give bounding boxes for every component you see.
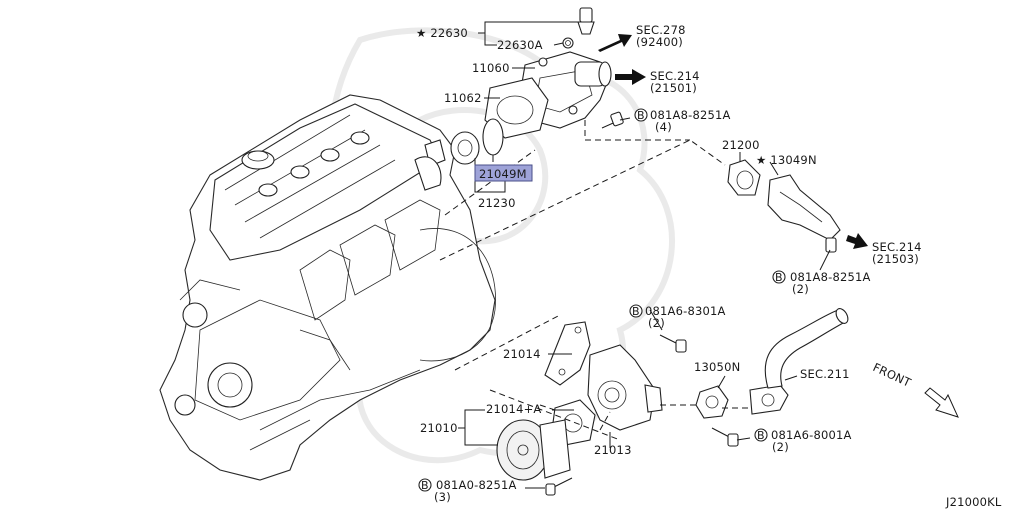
water-inlet-13049N [767,174,841,253]
diagram-code: J21000KL [945,495,1002,509]
label-front: FRONT [871,360,914,390]
water-pump-housing-21013 [587,344,663,431]
arrow-sec214-lower [846,233,868,249]
bolt-081A6-8001A [711,427,739,447]
thermostat-21200 [727,159,761,196]
label-21230: 21230 [478,196,516,210]
label-081A6-8001A-qty: (2) [772,440,789,454]
label-081A8-8251A-lower-qty: (2) [792,282,809,296]
label-081A6-8001A: 081A6-8001A [771,428,852,442]
gasket-11062 [484,77,549,139]
bolt-symbol-b3: B [632,305,640,318]
bolt-symbol-b1: B [637,109,645,122]
bolt-symbol-b5: B [421,479,429,492]
label-21014A: 21014+A [486,402,542,416]
bolt-081A0-8251A [545,477,573,496]
label-21200: 21200 [722,138,760,152]
label-sec278-sub: (92400) [636,35,683,49]
front-arrow [924,387,959,418]
label-11060: 11060 [472,61,510,75]
label-sec214-lower-sub: (21503) [872,252,919,266]
thermostat-housing [450,118,504,165]
label-sec214-lower: SEC.214 [872,240,922,254]
label-13050N: 13050N [694,360,740,374]
label-22630A: 22630A [497,38,543,52]
bolt-symbol-b2: B [775,271,783,284]
label-sec211: SEC.211 [800,367,850,381]
label-081A6-8301A-qty: (2) [648,316,665,330]
label-081A0-8251A: 081A0-8251A [436,478,517,492]
label-081A6-8301A: 081A6-8301A [645,304,726,318]
label-13049N: ★ 13049N [756,153,817,167]
label-081A0-8251A-qty: (3) [434,490,451,504]
label-081A8-8251A-lower: 081A8-8251A [790,270,871,284]
label-22630: ★ 22630 [416,26,468,40]
label-sec214-upper: SEC.214 [650,69,700,83]
bolt-symbol-b4: B [757,429,765,442]
engine-assembly [159,94,496,481]
water-pipe-sec211 [749,308,849,415]
arrow-sec278 [598,34,632,52]
highlight-21049M [474,164,533,182]
bolt-081A6-8301A [659,334,687,353]
label-081A8-8251A-upper-qty: (4) [655,120,672,134]
label-21049M: 21049M [479,167,527,181]
label-sec214-upper-sub: (21501) [650,81,697,95]
part-labels: ★ 22630 22630A 11060 11062 21049M 21230 … [416,23,1002,509]
label-11062: 11062 [444,91,482,105]
label-21010: 21010 [420,421,458,435]
temperature-sensor-22630 [562,7,595,49]
guide-lines [439,120,750,441]
bolt-081A8-8251A-upper [601,111,624,129]
label-21014: 21014 [503,347,541,361]
arrow-sec214-upper [615,69,646,85]
label-sec278: SEC.278 [636,23,686,37]
water-pump-21010 [496,419,571,481]
label-21013: 21013 [594,443,632,457]
gasket-13050N [695,385,729,419]
label-081A8-8251A-upper: 081A8-8251A [650,108,731,122]
